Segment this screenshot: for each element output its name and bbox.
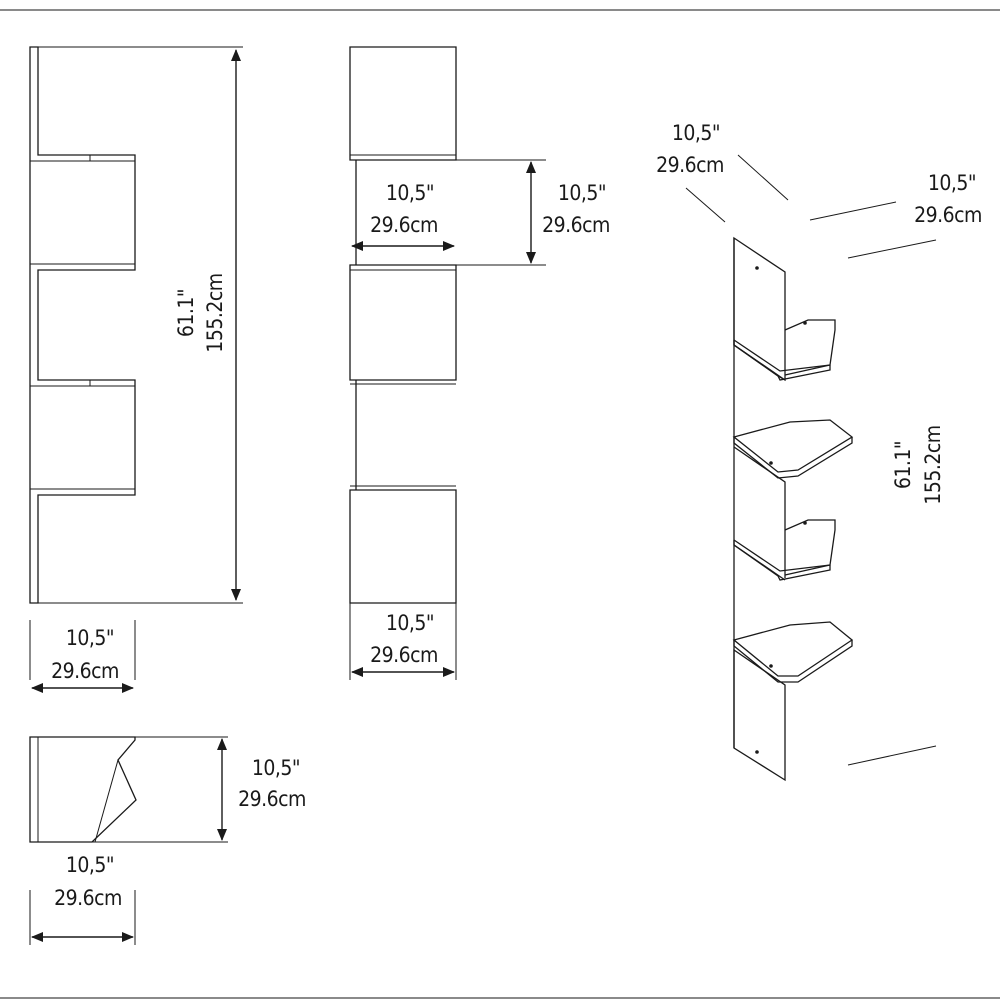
- perspective-right-width-in-label: 10,5": [928, 171, 976, 195]
- perspective-left-width-in-label: 10,5": [672, 121, 720, 145]
- side-width-cm-label: 29.6cm: [370, 643, 438, 667]
- perspective-left-width-dimension: [737, 154, 789, 201]
- top-width-in-label: 10,5": [66, 853, 114, 877]
- perspective-right-width-cm-label: 29.6cm: [914, 203, 982, 227]
- perspective-height-cm-label: 155.2cm: [921, 425, 945, 504]
- top-width-cm-label: 29.6cm: [54, 886, 122, 910]
- front-view: 61.1" 155.2cm 10,5" 29.6cm: [29, 46, 243, 693]
- top-depth-in-label: 10,5": [252, 756, 300, 780]
- side-view: 10,5" 29.6cm 10,5" 29.6cm 10,5" 29.6cm: [349, 46, 610, 680]
- perspective-view: 10,5" 29.6cm 10,5" 29.6cm 61.1" 155.2cm: [656, 121, 982, 782]
- side-shelf-gap-cm-label: 29.6cm: [542, 213, 610, 237]
- side-shelf-gap-in-label: 10,5": [558, 181, 606, 205]
- perspective-height-in-label: 61.1": [891, 441, 915, 489]
- side-shelf-depth-in-label: 10,5": [386, 181, 434, 205]
- perspective-right-width-dimension: [809, 201, 897, 221]
- front-width-in-label: 10,5": [66, 626, 114, 650]
- top-depth-cm-label: 29.6cm: [238, 787, 306, 811]
- side-shelf-depth-cm-label: 29.6cm: [370, 213, 438, 237]
- perspective-left-width-cm-label: 29.6cm: [656, 153, 724, 177]
- front-height-cm-label: 155.2cm: [203, 273, 227, 352]
- front-width-cm-label: 29.6cm: [51, 659, 119, 683]
- side-width-in-label: 10,5": [386, 611, 434, 635]
- front-height-in-label: 61.1": [174, 289, 198, 337]
- top-view: 10,5" 29.6cm 10,5" 29.6cm: [29, 736, 306, 945]
